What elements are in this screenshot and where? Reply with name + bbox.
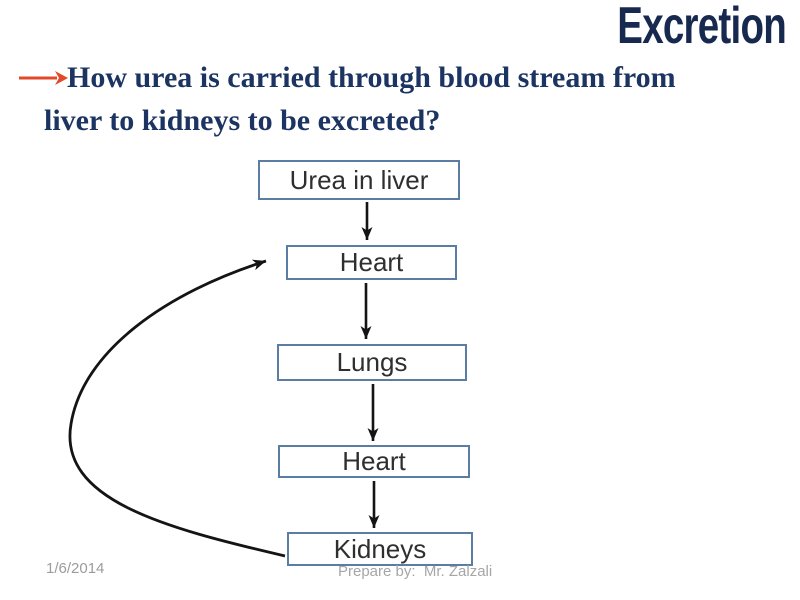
red-bullet-arrow-icon	[19, 71, 68, 85]
flow-node-heart-2: Heart	[278, 445, 470, 478]
flow-node-kidneys: Kidneys	[287, 532, 473, 566]
flow-node-lungs: Lungs	[277, 344, 467, 381]
flow-node-urea-in-liver: Urea in liver	[258, 160, 460, 200]
footer-credit: Prepare by: Mr. Zalzali	[338, 563, 493, 580]
flow-node-label: Heart	[342, 446, 406, 476]
arrow-kidneys-return-to-heart	[68, 259, 286, 558]
slide-title: Excretion	[617, 0, 786, 55]
flow-node-label: Heart	[339, 247, 404, 277]
question-line-2: liver to kidneys to be excreted?	[44, 104, 441, 137]
flow-node-label: Kidneys	[333, 533, 427, 564]
question-line-1: How urea is carried through blood stream…	[67, 61, 676, 94]
flow-node-label: Lungs	[336, 347, 408, 377]
question-text: How urea is carried through blood stream…	[0, 56, 790, 142]
flow-node-label: Urea in liver	[289, 164, 429, 195]
flow-node-heart-1: Heart	[286, 245, 457, 280]
footer-date: 1/6/2014	[46, 560, 105, 577]
